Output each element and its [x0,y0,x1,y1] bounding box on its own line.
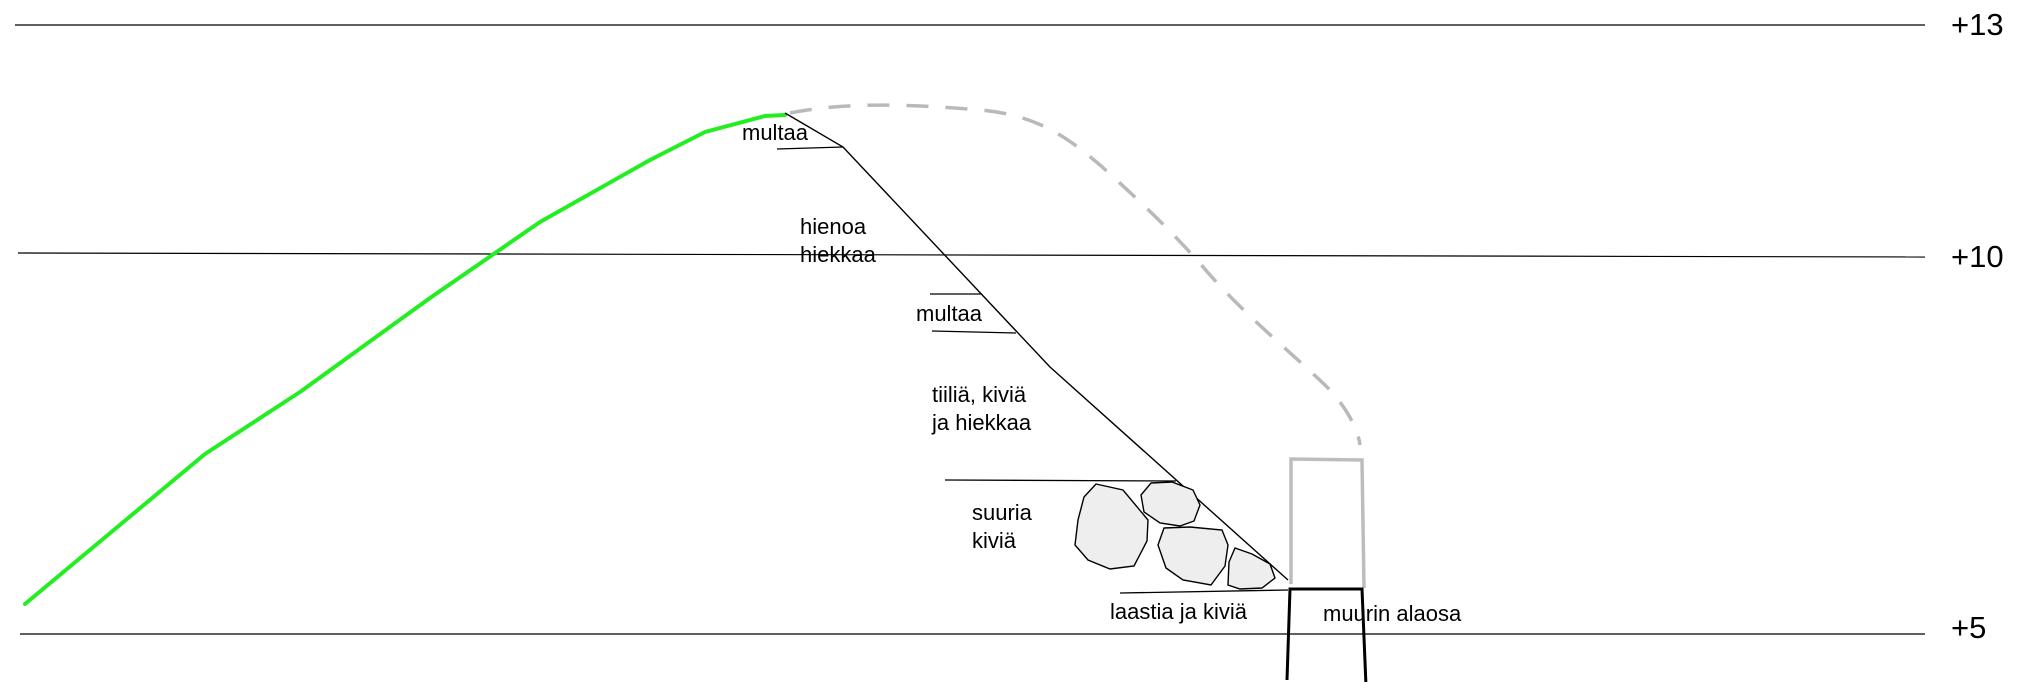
label-hienoa-line1: hienoa [800,214,867,239]
label-laastia: laastia ja kiviä [1110,599,1248,624]
fill-slope-line [784,112,1289,581]
stone-large [1074,483,1149,570]
label-tiilia-line2: ja hiekkaa [931,410,1032,435]
original-profile-dashed-line [789,103,1362,446]
ground-surface-line [23,113,787,606]
label-multaa-top: multaa [742,120,809,145]
label-multaa-mid: multaa [916,301,983,326]
label-tiilia-line1: tiiliä, kiviä [932,382,1027,407]
label-suuria-line1: suuria [972,500,1033,525]
layer-boundary-large-stones-top [944,479,1177,482]
wall-base-outline [1285,587,1368,682]
label-suuria-line2: kiviä [972,528,1017,553]
label-hienoa-line2: hiekkaa [800,242,877,267]
stone-middle [1157,526,1229,586]
layer-boundary-multaa-mid-bottom [931,330,1017,334]
label-muurin-alaosa: muurin alaosa [1323,601,1462,626]
layer-boundary-multaa-top [776,146,844,150]
stone-upper [1140,481,1201,527]
old-wall-outline [1289,457,1366,589]
level-label-13: +13 [1951,7,2004,42]
level-label-5: +5 [1951,610,1986,645]
level-line-10 [17,252,1926,258]
level-label-10: +10 [1951,239,2004,274]
stone-small [1227,547,1276,590]
layer-boundary-mortar-top [1119,589,1289,594]
